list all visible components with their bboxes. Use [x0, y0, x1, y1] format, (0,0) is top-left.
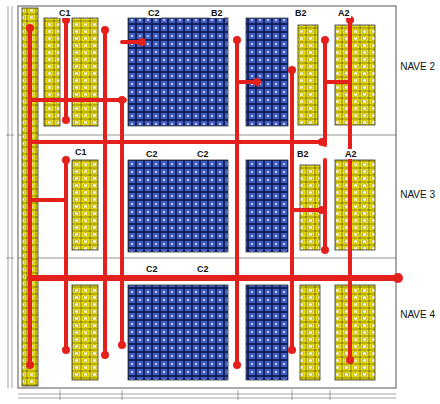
building-outline — [18, 6, 396, 388]
pallet-racks — [22, 8, 375, 386]
rack-label: B2 — [210, 8, 224, 18]
bay-label: NAVE 4 — [399, 310, 436, 320]
rack-label: C2 — [145, 149, 159, 159]
rack-label: B2 — [294, 8, 308, 18]
rack-label: C2 — [196, 264, 210, 274]
bay-label: NAVE 3 — [399, 190, 436, 200]
rack-label: A2 — [344, 149, 358, 159]
rack-label: C1 — [74, 147, 88, 157]
rack-label: C2 — [147, 8, 161, 18]
rack-label: A2 — [337, 8, 351, 18]
rack-label: C2 — [196, 149, 210, 159]
rack-label: B2 — [296, 149, 310, 159]
route-nodes — [26, 16, 403, 369]
bay-label: NAVE 2 — [399, 62, 436, 72]
rack-label: C2 — [145, 264, 159, 274]
rack-label: C1 — [58, 8, 72, 18]
route-lines — [30, 20, 398, 365]
